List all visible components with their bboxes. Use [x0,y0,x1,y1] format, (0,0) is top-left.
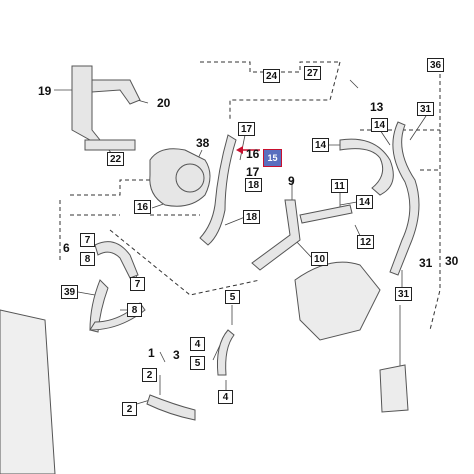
callout-box-16[interactable]: 16 [134,200,151,214]
callout-box-5a[interactable]: 5 [225,290,240,304]
callout-box-14a[interactable]: 14 [312,138,329,152]
callout-3: 3 [173,348,180,362]
callout-box-18b[interactable]: 18 [243,210,260,224]
callout-box-5b[interactable]: 5 [190,356,205,370]
callout-17: 17 [246,165,260,179]
callout-box-7b[interactable]: 7 [130,277,145,291]
callout-1: 1 [148,346,155,360]
callout-box-8a[interactable]: 8 [80,252,95,266]
callout-31: 31 [419,256,433,270]
callout-box-14b[interactable]: 14 [371,118,388,132]
callout-box-27[interactable]: 27 [304,66,321,80]
callout-box-22[interactable]: 22 [107,152,124,166]
callout-box-7a[interactable]: 7 [80,233,95,247]
dashed-group-lines [59,60,441,331]
callout-13: 13 [370,100,384,114]
callout-box-36[interactable]: 36 [427,58,444,72]
callout-box-2b[interactable]: 2 [122,402,137,416]
callout-box-4a[interactable]: 4 [190,337,205,351]
callout-box-12[interactable]: 12 [357,235,374,249]
highlight-arrow [236,146,260,154]
part-drawings [0,65,420,474]
callout-box-39[interactable]: 39 [61,285,78,299]
callout-box-24[interactable]: 24 [263,69,280,83]
callout-box-4b[interactable]: 4 [218,390,233,404]
callout-box-15-highlighted[interactable]: 15 [263,149,282,167]
callout-box-18a[interactable]: 18 [245,178,262,192]
callout-30: 30 [445,254,459,268]
callout-16: 16 [246,147,260,161]
callout-20: 20 [157,96,171,110]
callout-box-31a[interactable]: 31 [417,102,434,116]
callout-box-10[interactable]: 10 [311,252,328,266]
callout-box-11[interactable]: 11 [331,179,348,193]
callout-box-17a[interactable]: 17 [238,122,255,136]
callout-box-8b[interactable]: 8 [127,303,142,317]
callout-9: 9 [288,174,295,188]
callout-box-14c[interactable]: 14 [356,195,373,209]
callout-box-2a[interactable]: 2 [142,368,157,382]
callout-38: 38 [196,136,210,150]
callout-6: 6 [63,241,70,255]
callout-box-31c[interactable]: 31 [395,287,412,301]
callout-19: 19 [38,84,52,98]
